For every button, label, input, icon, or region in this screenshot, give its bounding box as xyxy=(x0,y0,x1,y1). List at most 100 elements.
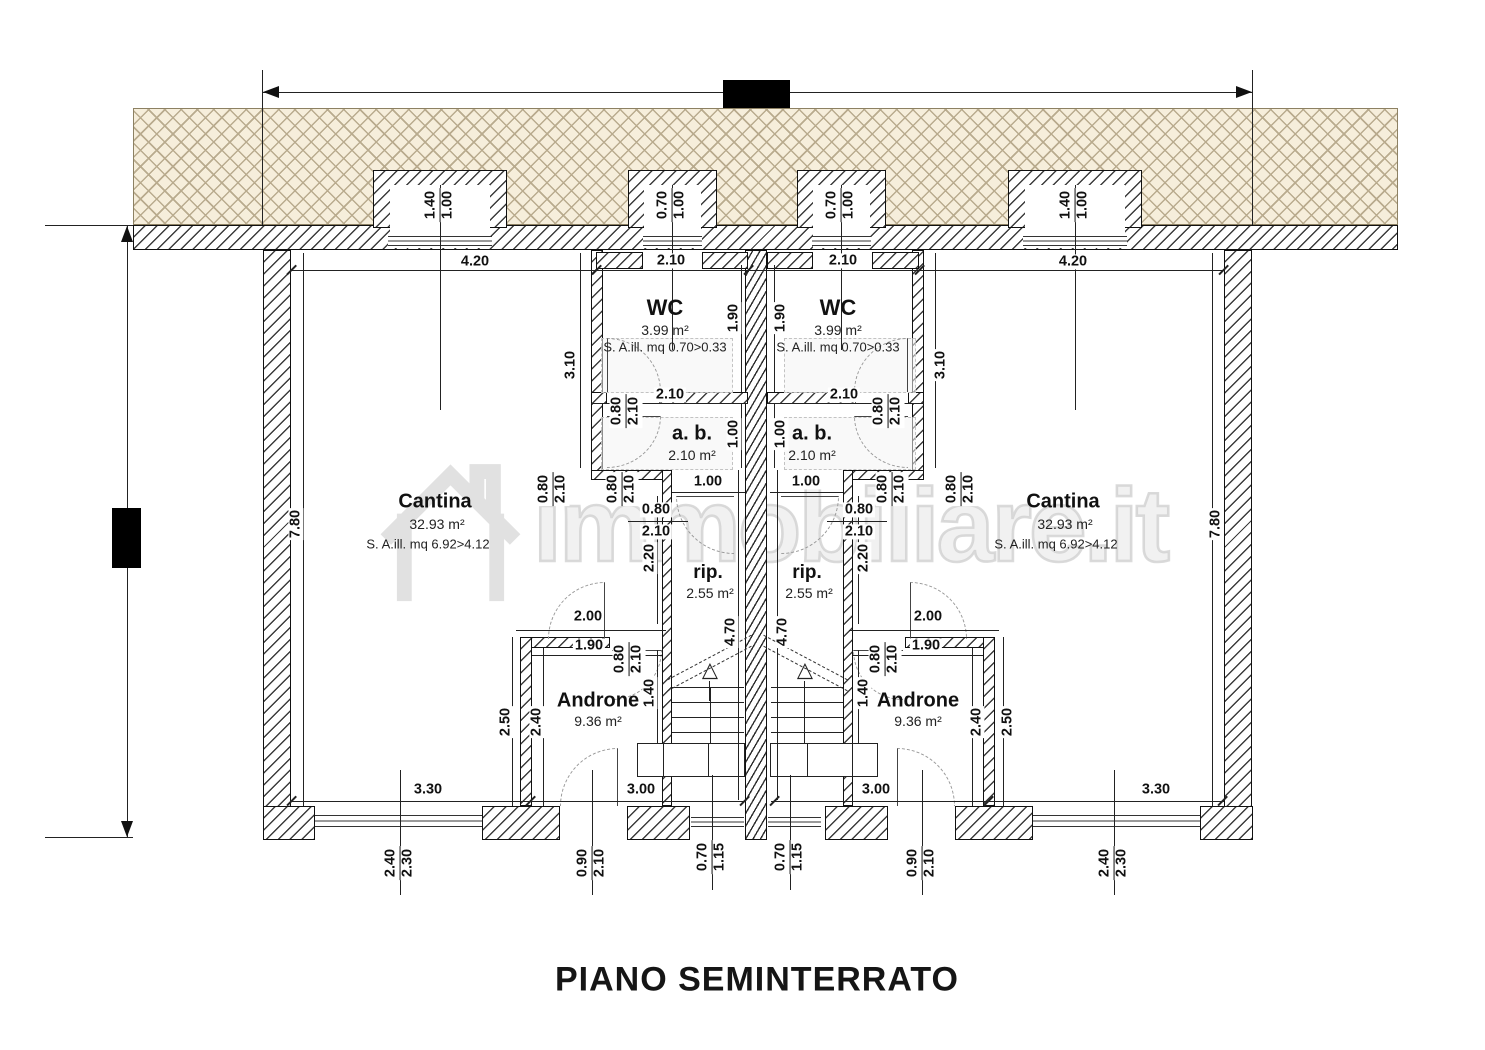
rip-wall-right xyxy=(843,470,853,806)
stair-step xyxy=(771,687,843,689)
dim-label: 2.10 xyxy=(654,252,688,269)
dim-label: 3.10 xyxy=(932,348,949,382)
bottom-wall xyxy=(955,806,1033,840)
dim-label: 1.15 xyxy=(711,839,729,875)
dim-tick xyxy=(262,70,264,225)
dim-ref-line xyxy=(440,185,442,410)
dim-line xyxy=(532,655,662,657)
room-note-wc-left: S. A.ill. mq 0.70>0.33 xyxy=(603,339,727,355)
dim-line xyxy=(657,650,659,743)
dim-label: 2.10 xyxy=(827,386,861,403)
door-arc-rip-right xyxy=(781,496,839,554)
dim-line xyxy=(580,253,582,468)
dim-label: 0.90 xyxy=(574,848,591,878)
dim-label: 2.40 xyxy=(1096,848,1113,878)
stair-direction-arrow: △ xyxy=(796,658,814,682)
dim-tick xyxy=(45,837,133,839)
stair-landing-line xyxy=(852,743,854,777)
dim-tick xyxy=(45,225,133,227)
dim-label: 0.80 xyxy=(608,396,625,426)
bottom-wall xyxy=(825,806,888,840)
stair-step xyxy=(672,687,744,689)
dim-ref-line xyxy=(712,775,714,890)
dim-label: 2.10 xyxy=(653,386,687,403)
stair-landing-line xyxy=(807,743,809,777)
stair-step xyxy=(672,702,744,704)
stair-divider xyxy=(804,687,806,743)
room-name-androne-left: Androne xyxy=(556,689,640,712)
dim-label: 0.80 xyxy=(611,644,628,674)
room-note-wc-right: S. A.ill. mq 0.70>0.33 xyxy=(776,339,900,355)
dim-label: 3.00 xyxy=(859,781,893,798)
dim-arrow-up xyxy=(121,226,133,242)
dim-line xyxy=(738,470,740,800)
bottom-window-left-stair xyxy=(691,817,744,827)
section-marker-left xyxy=(112,508,141,568)
room-name-androne-right: Androne xyxy=(876,689,960,712)
dim-label: 1.15 xyxy=(789,839,807,875)
dim-label: 0.90 xyxy=(904,848,921,878)
stair-landing-left xyxy=(637,743,745,777)
dim-line xyxy=(849,630,999,632)
dim-line xyxy=(291,801,744,803)
rip-wall-left xyxy=(662,470,672,806)
dim-label: 0.80 xyxy=(870,396,887,426)
dim-label: 2.10 xyxy=(625,393,643,429)
dim-label: 0.70 xyxy=(772,842,789,872)
stair-divider xyxy=(710,687,712,743)
stair-step xyxy=(771,732,843,734)
dim-label: 2.10 xyxy=(921,845,939,881)
dim-label: 1.00 xyxy=(840,187,858,223)
stair-landing-right xyxy=(770,743,878,777)
dim-line xyxy=(303,253,305,806)
dim-line xyxy=(853,655,983,657)
dim-ref-line xyxy=(592,770,594,895)
dim-line xyxy=(827,521,887,523)
dim-label: 2.40 xyxy=(968,705,985,739)
stair-arrow-stem xyxy=(709,681,711,701)
dim-line xyxy=(770,492,843,494)
room-area-androne-right: 9.36 m² xyxy=(894,713,942,729)
stair-step xyxy=(672,717,744,719)
dim-label: 1.90 xyxy=(772,301,789,335)
dim-label: 2.40 xyxy=(528,705,545,739)
dim-label: 1.00 xyxy=(772,417,789,451)
dim-line xyxy=(657,496,659,624)
dim-line xyxy=(741,404,743,468)
dim-label: 2.10 xyxy=(552,471,570,507)
room-area-ab-right: 2.10 m² xyxy=(788,447,836,463)
room-name-wc-right: WC xyxy=(819,295,857,320)
bottom-window-right-cantina xyxy=(1033,815,1200,827)
dim-label: 1.00 xyxy=(789,473,823,490)
top-retaining-wall xyxy=(133,225,1398,250)
room-area-rip-left: 2.55 m² xyxy=(686,585,734,601)
dim-ref-line xyxy=(1075,185,1077,410)
dim-label: 2.10 xyxy=(591,845,609,881)
dim-label: 1.40 xyxy=(1057,190,1074,220)
stair-step xyxy=(771,702,843,704)
dim-label: 1.00 xyxy=(439,187,457,223)
dim-label: 3.30 xyxy=(411,781,445,798)
room-note-cantina-left: S. A.ill. mq 6.92>4.12 xyxy=(366,536,490,552)
door-arc-androne-bottom-left xyxy=(560,748,618,806)
dim-label: 2.50 xyxy=(497,705,514,739)
dim-ref-line xyxy=(790,775,792,890)
stair-direction-arrow: △ xyxy=(701,658,719,682)
dim-ref-line xyxy=(1114,770,1116,895)
dim-line xyxy=(672,492,745,494)
dim-label: 4.70 xyxy=(722,615,739,649)
room-name-ab-left: a. b. xyxy=(671,422,713,445)
dim-label: 0.70 xyxy=(694,842,711,872)
dim-label: 0.80 xyxy=(867,644,884,674)
room-area-ab-left: 2.10 m² xyxy=(668,447,716,463)
dim-arrow-down xyxy=(121,821,133,837)
